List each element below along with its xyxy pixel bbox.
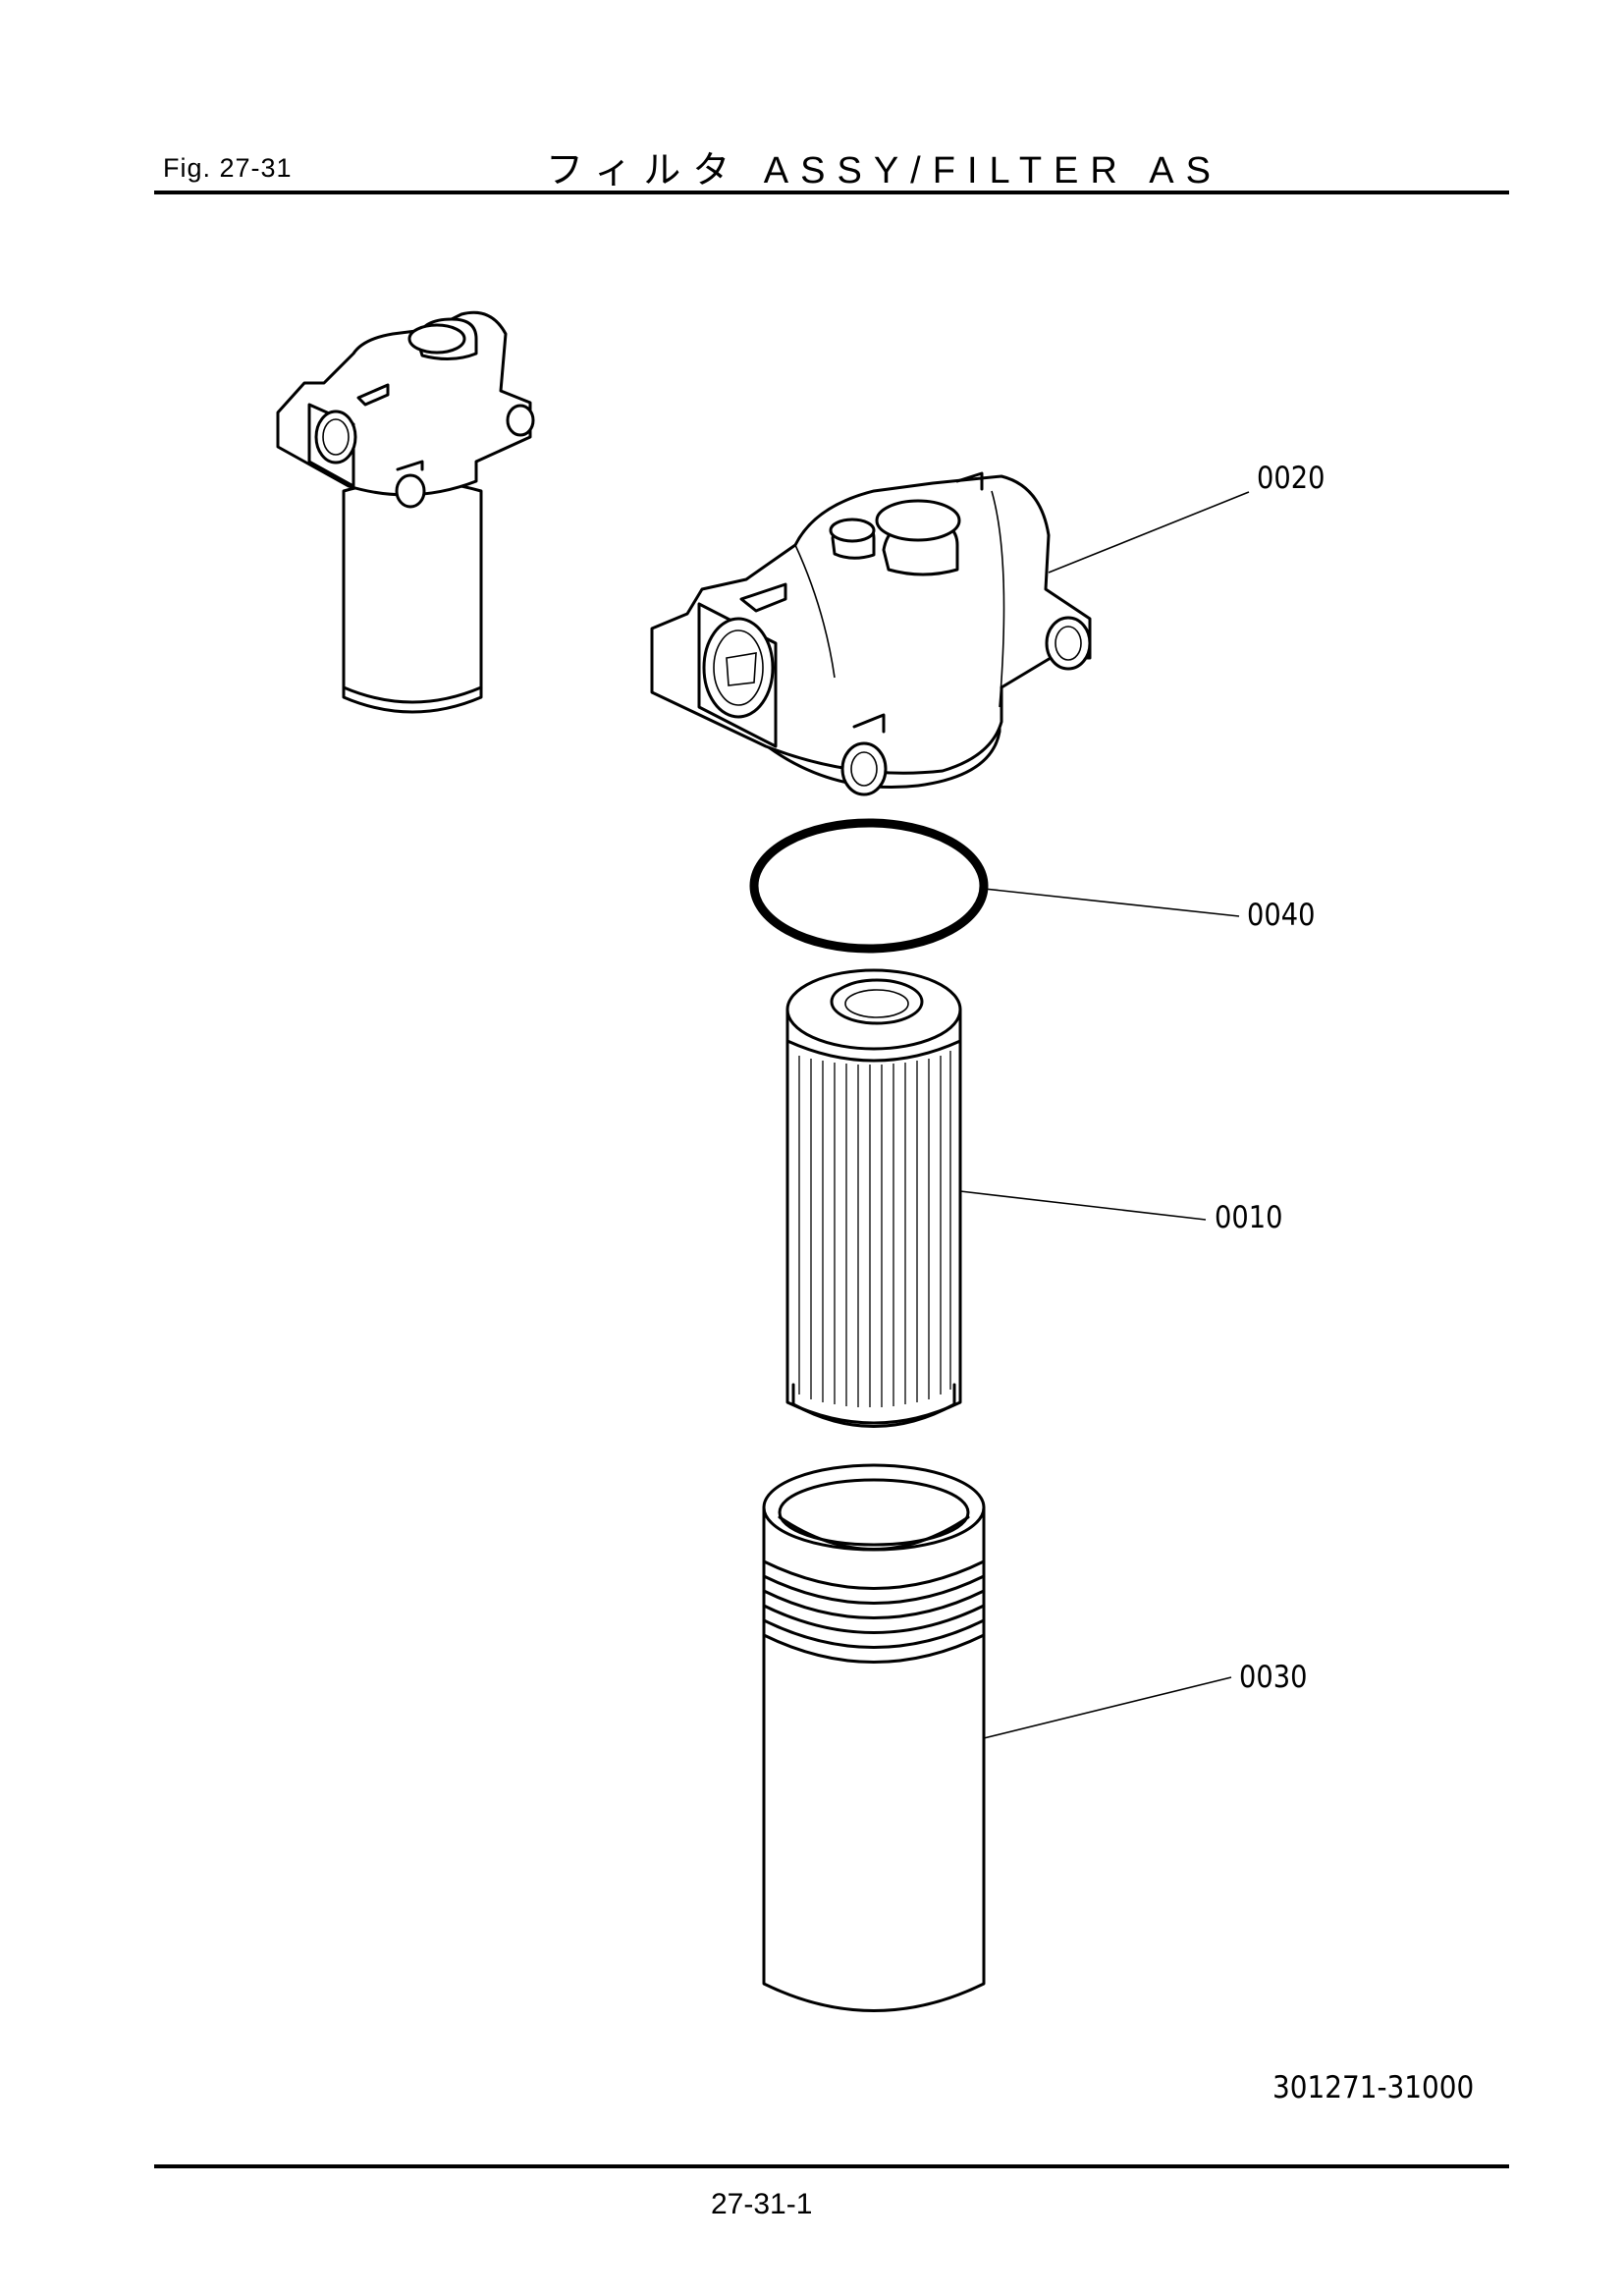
drawing-number: 301271-31000 — [1272, 2070, 1475, 2105]
callout-0040: 0040 — [1247, 898, 1316, 933]
callout-0020: 0020 — [1257, 461, 1325, 496]
filter-bowl-part-0030 — [762, 1463, 986, 2012]
figure-number: Fig. 27-31 — [163, 153, 293, 183]
o-ring-part-0040 — [749, 818, 989, 954]
assembled-filter-illustration — [276, 310, 535, 714]
callout-0030: 0030 — [1239, 1660, 1308, 1695]
leader-lines — [959, 491, 1250, 1739]
page-number: 27-31-1 — [711, 2188, 813, 2220]
footer-rule — [154, 2164, 1509, 2168]
filter-head-part-0020 — [650, 471, 1092, 796]
header-rule — [154, 191, 1509, 194]
callout-0010: 0010 — [1215, 1200, 1283, 1235]
filter-element-part-0010 — [785, 968, 962, 1428]
page-title: フィルタ ASSY/FILTER AS — [546, 150, 1222, 191]
